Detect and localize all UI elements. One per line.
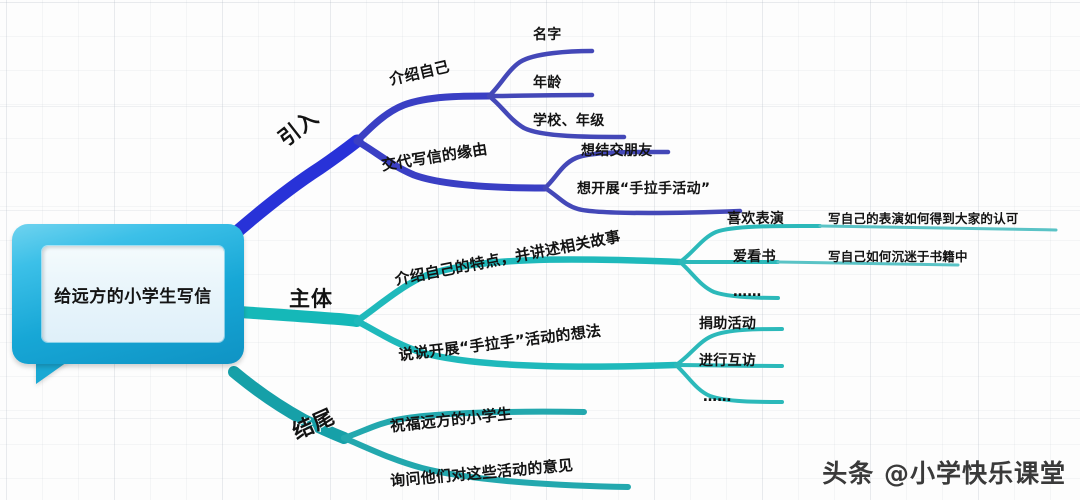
branch-line-like-perform	[678, 223, 822, 264]
branch-label-body[interactable]: 主体	[289, 287, 333, 311]
branch-line-make-friends	[542, 149, 671, 191]
branch-line-ending-trunk	[228, 366, 350, 444]
branch-line-intro-to-self	[353, 92, 493, 145]
node-label-school-grade[interactable]: 学校、年级	[533, 113, 605, 129]
node-label-donation-activity[interactable]: 捐助活动	[699, 316, 757, 332]
central-node-body: 给远方的小学生写信	[12, 224, 244, 364]
branch-line-bless	[341, 408, 587, 441]
central-node-inner-panel: 给远方的小学生写信	[42, 246, 224, 342]
branch-line-mutual-visit	[674, 363, 784, 368]
watermark: 头条 @小学快乐课堂	[822, 459, 1066, 488]
branch-line-intro-to-reason	[353, 137, 549, 192]
node-label-age[interactable]: 年龄	[533, 75, 562, 91]
branch-line-intro-trunk	[225, 134, 364, 243]
node-label-love-reading[interactable]: 爱看书	[733, 249, 776, 265]
branch-line-body-to-traits	[353, 256, 684, 325]
central-node-label: 给远方的小学生写信	[54, 286, 212, 307]
branch-line-age	[486, 92, 595, 99]
node-label-more-traits[interactable]: ……	[733, 284, 762, 300]
branch-line-name	[486, 48, 595, 99]
branch-line-body-to-thoughts	[353, 317, 680, 370]
node-label-like-performing[interactable]: 喜欢表演	[727, 211, 785, 227]
branch-line-body-trunk	[234, 306, 363, 327]
branch-line-donation	[674, 327, 784, 367]
node-label-name[interactable]: 名字	[533, 27, 562, 43]
node-label-reading-detail[interactable]: 写自己如何沉迷于书籍中	[828, 249, 968, 264]
branch-line-more-thoughts	[674, 363, 784, 404]
central-node[interactable]: 给远方的小学生写信	[8, 224, 246, 386]
node-label-make-friends[interactable]: 想结交朋友	[581, 143, 653, 159]
branch-line-more-traits	[678, 260, 780, 300]
branch-line-ask-opinion	[341, 435, 631, 490]
node-label-mutual-visit[interactable]: 进行互访	[699, 353, 757, 369]
node-label-more-thoughts[interactable]: ……	[703, 389, 732, 405]
branch-line-handinhand-activity	[542, 185, 743, 216]
branch-line-perform-detail	[818, 224, 1058, 232]
branch-line-school-grade	[486, 93, 627, 140]
node-label-handinhand-activity[interactable]: 想开展“手拉手活动”	[577, 181, 711, 197]
branch-line-reading-detail	[776, 260, 960, 267]
node-label-performing-detail[interactable]: 写自己的表演如何得到大家的认可	[828, 211, 1019, 226]
